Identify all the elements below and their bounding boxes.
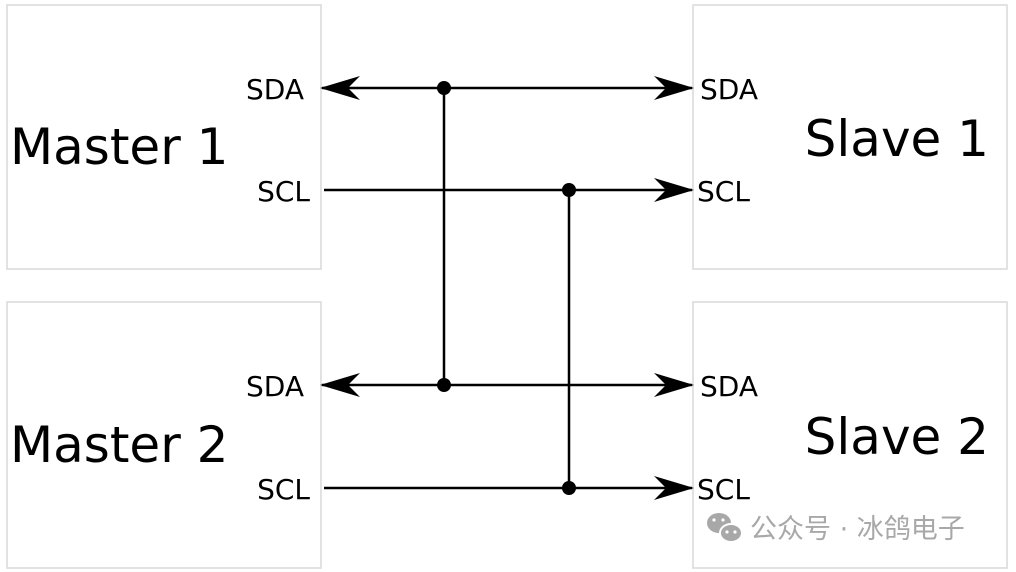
slave1-sda-label: SDA xyxy=(700,73,758,106)
slave1-label: Slave 1 xyxy=(805,110,989,168)
junction-dot xyxy=(562,481,576,495)
wechat-icon xyxy=(707,513,743,543)
slave2-box xyxy=(692,301,1008,569)
slave2-label: Slave 2 xyxy=(805,408,989,466)
junction-dot xyxy=(562,183,576,197)
master1-scl-label: SCL xyxy=(257,175,310,208)
master1-sda-label: SDA xyxy=(246,73,304,106)
junction-dot xyxy=(437,378,451,392)
junction-dot xyxy=(437,81,451,95)
slave1-scl-label: SCL xyxy=(697,175,750,208)
master1-label: Master 1 xyxy=(10,118,228,176)
master2-sda-label: SDA xyxy=(246,370,304,403)
master2-box xyxy=(6,301,322,569)
slave1-box xyxy=(692,4,1008,270)
master2-scl-label: SCL xyxy=(257,473,310,506)
master1-box xyxy=(6,4,322,270)
slave2-sda-label: SDA xyxy=(700,370,758,403)
slave2-scl-label: SCL xyxy=(697,473,750,506)
watermark-text: 公众号 · 冰鸽电子 xyxy=(750,514,965,545)
master2-label: Master 2 xyxy=(10,416,228,474)
